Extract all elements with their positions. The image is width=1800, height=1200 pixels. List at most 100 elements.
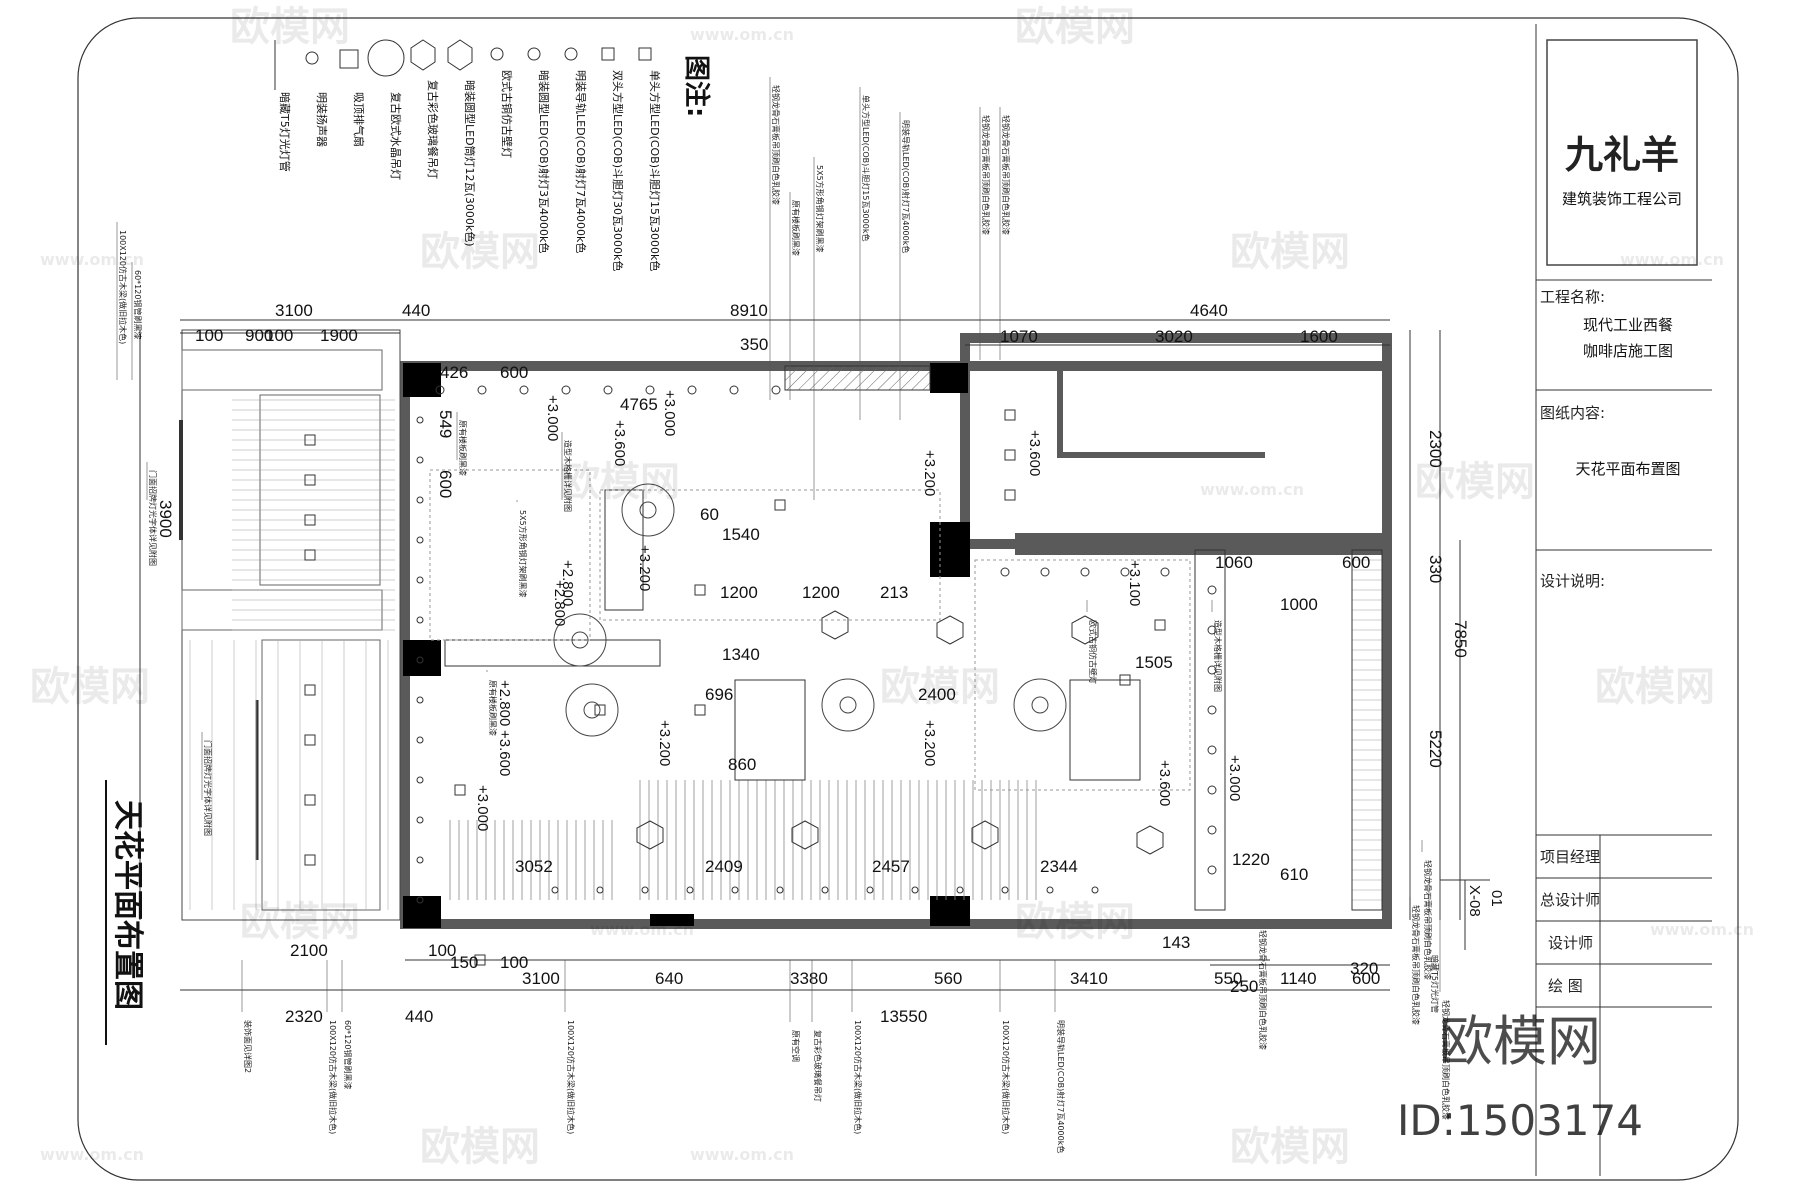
dimension-label: 143 bbox=[1162, 933, 1190, 952]
dimension-label: 7850 bbox=[1451, 620, 1470, 658]
watermark-brand-faint: 欧模网 bbox=[240, 899, 360, 945]
elevation-label: +3.600 bbox=[1156, 760, 1173, 806]
elevation-label: +3.200 bbox=[921, 450, 938, 496]
downlight-icon bbox=[1160, 567, 1170, 577]
outer-wall bbox=[400, 361, 1392, 929]
logo-frame bbox=[1546, 39, 1698, 266]
dimension-label: 100 bbox=[265, 326, 293, 345]
single-spot-light-icon bbox=[304, 549, 316, 561]
annotation-label: 5X5方形角钢灯架刷黑漆 bbox=[518, 510, 528, 598]
single-spot-light-icon bbox=[304, 434, 316, 446]
annotation-label: 60*120钢管刷黑漆 bbox=[343, 1020, 353, 1089]
dimension-label: 350 bbox=[740, 335, 768, 354]
dimension-label: 2300 bbox=[1426, 430, 1445, 468]
downlight-icon bbox=[1040, 567, 1050, 577]
dimension-label: 3100 bbox=[275, 301, 313, 320]
storefront bbox=[181, 329, 401, 921]
wall-lamp-icon bbox=[416, 456, 424, 464]
wall-lamp-icon bbox=[490, 47, 504, 61]
dimension-label: 2457 bbox=[872, 857, 910, 876]
annotation-label: 5X5方形角钢灯架刷黑漆 bbox=[815, 165, 825, 253]
elevation-label: +3.100 bbox=[1126, 560, 1143, 606]
wall-lamp-icon bbox=[416, 496, 424, 504]
downlight-icon bbox=[1207, 745, 1217, 755]
dimension-label: 1900 bbox=[320, 326, 358, 345]
pendant-lamp-icon bbox=[410, 39, 436, 71]
annotation-label: 100X120仿古木梁(做旧拉木色) bbox=[566, 1020, 576, 1134]
pendant-lamp-icon bbox=[1136, 825, 1164, 855]
dimension-label: 100 bbox=[500, 953, 528, 972]
dimension-label: 600 bbox=[1352, 969, 1380, 988]
pendant-lamp-icon bbox=[971, 820, 999, 850]
column bbox=[930, 522, 970, 577]
downlight-icon bbox=[603, 385, 613, 395]
dimension-label: 3380 bbox=[790, 969, 828, 988]
annotation-label: 100X120仿古木梁(做旧拉木色) bbox=[328, 1020, 338, 1134]
wall-lamp-icon bbox=[416, 616, 424, 624]
wood-slat-ceiling bbox=[232, 399, 1382, 901]
dimension-label: 3020 bbox=[1155, 327, 1193, 346]
watermark-brand-faint: 欧模网 bbox=[420, 1124, 540, 1170]
watermark-brand-faint: 欧模网 bbox=[1230, 229, 1350, 275]
single-spot-light-icon bbox=[1004, 489, 1016, 501]
downlight-icon bbox=[1207, 705, 1217, 715]
dimension-label: 2100 bbox=[290, 941, 328, 960]
dimension-label: 610 bbox=[1280, 865, 1308, 884]
project-line1: 现代工业西餐 bbox=[1583, 316, 1673, 334]
annotation-label: 明装导轨LED(COB)射灯7瓦4000k色 bbox=[901, 120, 911, 253]
annotation-label: 门面招牌灯光字体详见附图 bbox=[148, 470, 158, 566]
downlight-icon bbox=[561, 385, 571, 395]
downlight-icon bbox=[1120, 567, 1130, 577]
dimension-label: 3900 bbox=[156, 500, 175, 538]
exhaust-fan-icon bbox=[339, 49, 359, 69]
legend-items: 单头方型LED(COB)斗胆灯15瓦3000k色双头方型LED(COB)斗胆灯3… bbox=[274, 39, 662, 271]
elevation-labels: +3.000+3.600+3.200+2.800+3.100+3.000+3.6… bbox=[474, 390, 1243, 831]
row-drafter: 绘 图 bbox=[1548, 977, 1583, 995]
single-spot-light-icon bbox=[304, 684, 316, 696]
partition-wall bbox=[1015, 533, 1387, 555]
track-light-icon bbox=[551, 886, 559, 894]
hatched-beam bbox=[784, 365, 931, 391]
elevation-label: +2.800 bbox=[551, 580, 568, 626]
dimension-label: 440 bbox=[402, 301, 430, 320]
section-marker-bottom: X-08 bbox=[1466, 885, 1483, 917]
dimension-label: 4765 bbox=[620, 395, 658, 414]
annotation-label: 暗藏T5灯光灯管 bbox=[1430, 955, 1440, 1013]
watermark-url-faint: www.om.cn bbox=[1650, 920, 1754, 939]
annotation-label: 明装导轨LED(COB)射灯7瓦4000k色 bbox=[1056, 1020, 1066, 1153]
annotation-label: 欧式古铜仿古壁灯 bbox=[1088, 620, 1098, 684]
elevation-label: +3.000 bbox=[661, 390, 678, 436]
speaker-icon bbox=[305, 51, 319, 65]
chandelier-icon bbox=[1013, 678, 1067, 732]
dimension-label: 600 bbox=[500, 363, 528, 382]
legend-item-label: 明装扬声器 bbox=[315, 92, 329, 147]
track-light-icon bbox=[641, 886, 649, 894]
light-fixtures bbox=[304, 385, 1217, 966]
dimension-label: 560 bbox=[934, 969, 962, 988]
annotation-label: 轻钢龙骨石膏板吊顶刷白色乳胶漆 bbox=[1441, 1000, 1451, 1120]
dimension-label: 2344 bbox=[1040, 857, 1078, 876]
chandelier-icon bbox=[565, 683, 619, 737]
legend-item-label: 暗藏T5灯光灯管 bbox=[278, 92, 292, 172]
project-line2: 咖啡店施工图 bbox=[1583, 342, 1673, 360]
watermark-brand-faint: 欧模网 bbox=[230, 4, 350, 50]
wall-lamp-icon bbox=[416, 656, 424, 664]
dimension-label: 900 bbox=[245, 326, 273, 345]
dimension-label: 13550 bbox=[880, 1007, 927, 1026]
downlight-icon bbox=[1000, 567, 1010, 577]
dimension-label: 1000 bbox=[1280, 595, 1318, 614]
dimension-label: 150 bbox=[450, 953, 478, 972]
column bbox=[650, 914, 694, 926]
double-spot-light-icon bbox=[601, 47, 615, 61]
watermark-url-faint: www.om.cn bbox=[40, 1145, 144, 1164]
elevation-label: +2.800 bbox=[496, 680, 513, 726]
chandelier-icon bbox=[367, 39, 405, 77]
dimension-label: 3052 bbox=[515, 857, 553, 876]
wall-lamp-icon bbox=[416, 696, 424, 704]
single-spot-light-icon bbox=[638, 47, 652, 61]
single-spot-light-icon bbox=[454, 784, 466, 796]
track-light-icon bbox=[1001, 886, 1009, 894]
watermarks: 欧模网欧模网欧模网欧模网欧模网欧模网欧模网欧模网欧模网欧模网欧模网欧模网欧模网w… bbox=[30, 4, 1754, 1170]
elevation-label: +3.000 bbox=[474, 785, 491, 831]
dimension-label: 5220 bbox=[1426, 730, 1445, 768]
